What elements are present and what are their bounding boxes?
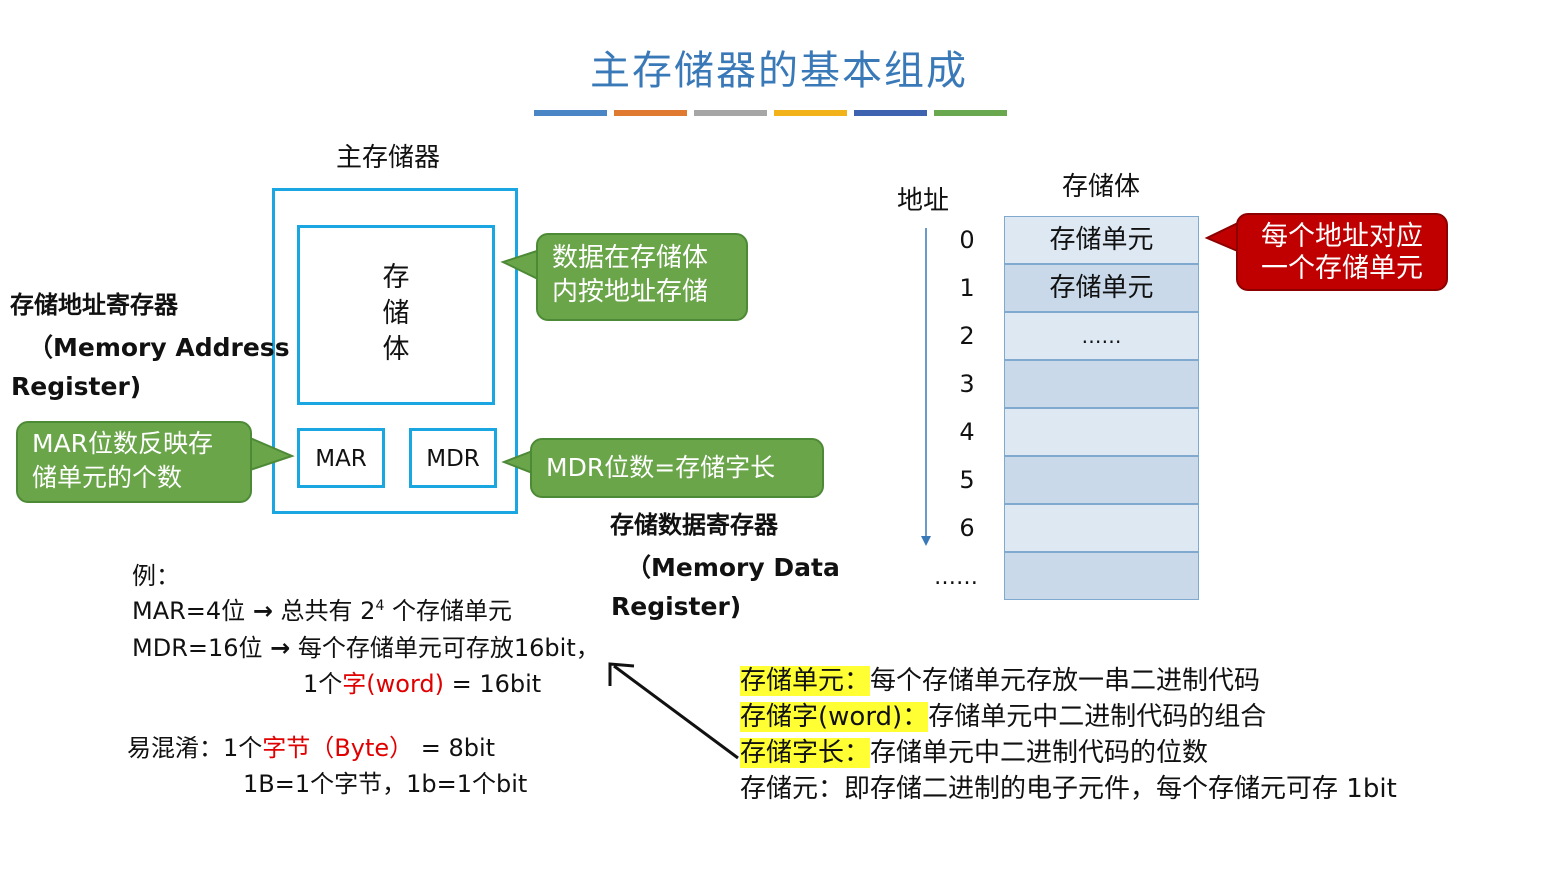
callout-line: 数据在存储体	[552, 243, 709, 273]
mar-english-line2: Register)	[11, 372, 142, 401]
definition-sep: ：	[844, 666, 871, 696]
example-line2: MDR=16位 → 每个存储单元可存放16bit，	[132, 628, 600, 663]
address-0: 0	[959, 226, 975, 254]
definition-text: 存储单元中二进制代码的组合	[928, 702, 1267, 732]
definition-word-length: 存储字长：存储单元中二进制代码的位数	[740, 732, 1208, 769]
definition-sep: ：	[902, 702, 929, 732]
callout-line: 一个存储单元	[1261, 253, 1423, 284]
example-highlight: 字(word)	[342, 670, 444, 698]
example-text: = 8bit	[413, 734, 496, 762]
storage-bank-label: 存 储 体	[297, 260, 495, 368]
address-callout: 每个地址对应 一个存储单元	[1236, 213, 1448, 291]
example-text: MDR=16位	[132, 634, 271, 662]
storage-cell	[1004, 552, 1199, 600]
mar-english-line1: （Memory Address	[28, 333, 290, 362]
storage-bank-box	[297, 225, 495, 405]
storage-cell: 存储单元	[1004, 216, 1199, 264]
example-line1: MAR=4位 → 总共有 24 个存储单元	[132, 591, 512, 626]
example-text: 1个	[303, 670, 343, 698]
address-3: 3	[959, 370, 975, 398]
storage-cell	[1004, 456, 1199, 504]
example-text: = 16bit	[444, 670, 542, 698]
arrow-icon: →	[270, 634, 291, 662]
storage-cell: ……	[1004, 312, 1199, 360]
bank-char: 储	[382, 298, 410, 329]
storage-cell: 存储单元	[1004, 264, 1199, 312]
address-6: 6	[959, 514, 975, 542]
color-bar	[694, 110, 767, 116]
example-highlight: 字节（Byte）	[262, 734, 414, 762]
address-4: 4	[959, 418, 975, 446]
definition-term: 存储元	[740, 774, 819, 804]
color-bar	[774, 110, 847, 116]
color-bar	[614, 110, 687, 116]
address-more: ……	[934, 565, 978, 590]
mdr-callout: MDR位数=存储字长	[530, 438, 824, 498]
address-5: 5	[959, 466, 975, 494]
mdr-title: 存储数据寄存器	[610, 511, 778, 539]
definition-text: 每个存储单元存放一串二进制代码	[870, 666, 1261, 696]
callout-line: MAR位数反映存	[32, 429, 214, 458]
bank-char: 体	[382, 334, 410, 365]
example-text: 每个存储单元可存放16bit，	[290, 634, 600, 662]
address-label: 地址	[897, 186, 950, 216]
address-2: 2	[959, 322, 975, 350]
color-bar	[534, 110, 607, 116]
storage-cell	[1004, 504, 1199, 552]
definition-sep: ：	[818, 774, 845, 804]
confuse-line2: 1B=1个字节，1b=1个bit	[243, 770, 528, 798]
main-memory-label: 主存储器	[336, 143, 441, 173]
example-text: 总共有 2	[272, 597, 376, 625]
color-bar	[934, 110, 1007, 116]
title-color-bars	[534, 110, 1007, 116]
main-memory-box	[272, 188, 518, 514]
definition-term: 存储字(word)	[740, 702, 903, 732]
arrow-icon: →	[252, 597, 273, 625]
callout-line: 每个地址对应	[1261, 221, 1423, 252]
example-text: MAR=4位	[132, 597, 253, 625]
address-axis-arrowhead	[921, 536, 931, 546]
example-text: 易混淆：1个	[127, 734, 263, 762]
definition-term: 存储单元	[740, 666, 845, 696]
definition-storage-word: 存储字(word)：存储单元中二进制代码的组合	[740, 696, 1266, 733]
bank-callout-pointer	[500, 248, 541, 282]
mdr-english-line1: （Memory Data	[626, 553, 840, 582]
color-bar	[854, 110, 927, 116]
definition-text: 存储单元中二进制代码的位数	[870, 738, 1209, 768]
definition-storage-unit: 存储单元：每个存储单元存放一串二进制代码	[740, 660, 1260, 697]
mar-callout: MAR位数反映存 储单元的个数	[16, 421, 252, 503]
confuse-line1: 易混淆：1个字节（Byte） = 8bit	[127, 728, 495, 763]
mar-box: MAR	[297, 428, 385, 488]
definition-text: 即存储二进制的电子元件，每个存储元可存 1bit	[844, 774, 1397, 804]
example-line3: 1个字(word) = 16bit	[303, 664, 541, 699]
mdr-box: MDR	[409, 428, 497, 488]
definition-sep: ：	[844, 738, 871, 768]
bank-char: 存	[382, 262, 410, 293]
definition-term: 存储字长	[740, 738, 845, 768]
link-arrowhead	[608, 662, 635, 686]
page-title: 主存储器的基本组成	[590, 48, 968, 94]
mar-callout-pointer	[249, 436, 295, 472]
storage-cell	[1004, 408, 1199, 456]
callout-line: 内按地址存储	[552, 277, 709, 307]
bank-callout: 数据在存储体 内按地址存储	[536, 233, 748, 321]
exponent: 4	[375, 598, 385, 614]
link-arrow-line	[613, 664, 739, 760]
callout-line: 储单元的个数	[32, 463, 183, 492]
mdr-english-line2: Register)	[611, 592, 742, 621]
bank-label: 存储体	[1062, 172, 1141, 202]
example-head: 例：	[132, 562, 180, 590]
mar-title: 存储地址寄存器	[10, 291, 178, 319]
definition-storage-element: 存储元：即存储二进制的电子元件，每个存储元可存 1bit	[740, 768, 1397, 805]
storage-cell	[1004, 360, 1199, 408]
address-1: 1	[959, 274, 975, 302]
example-text: 个存储单元	[384, 597, 513, 625]
